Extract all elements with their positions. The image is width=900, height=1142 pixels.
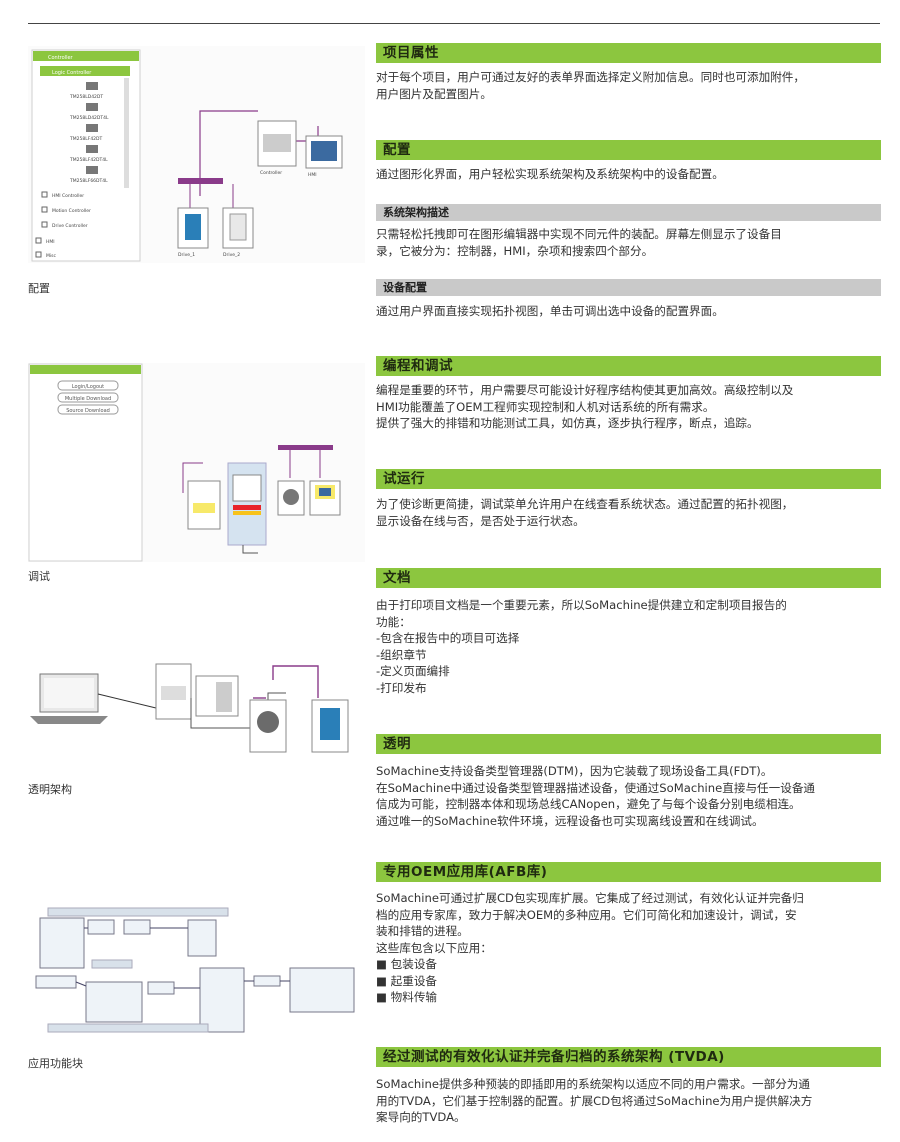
- tree-hmi[interactable]: HMI: [46, 239, 55, 245]
- figure-afb: [28, 906, 365, 1039]
- tree-hmi-controller[interactable]: HMI Controller: [52, 193, 84, 199]
- subsection-title-device: 设备配置: [376, 279, 881, 296]
- subsection-body-device: 通过用户界面直接实现拓扑视图，单击可调出选中设备的配置界面。: [376, 304, 724, 318]
- function-block[interactable]: [35, 975, 77, 989]
- multiple-download-button[interactable]: [57, 392, 119, 403]
- svg-text:Controller: Controller: [260, 170, 282, 176]
- tree-item[interactable]: TM258LF42DT4L: [69, 157, 108, 163]
- login-button[interactable]: [57, 380, 119, 391]
- debug-diagram: Login/Logout Multiple Download Source Do…: [28, 363, 365, 562]
- tree-motion-controller[interactable]: Motion Controller: [52, 208, 91, 214]
- debug-panel-header: [30, 365, 141, 374]
- transparent-diagram: [28, 658, 365, 770]
- section-title-docs: 文档: [376, 568, 881, 588]
- caption-debug: 调试: [28, 570, 50, 583]
- function-block[interactable]: [199, 967, 245, 1033]
- section-title-programming: 编程和调试: [376, 356, 881, 376]
- device-drive-1[interactable]: [177, 207, 209, 249]
- function-block[interactable]: [253, 975, 281, 987]
- section-title-config: 配置: [376, 140, 881, 160]
- tree-controller: Controller: [48, 55, 74, 61]
- catalog-header: [33, 51, 139, 61]
- configuration-diagram: Controller Logic Controller TM258LD42DT …: [28, 46, 365, 263]
- catalog-scrollbar[interactable]: [124, 78, 129, 188]
- svg-text:Login/Logout: Login/Logout: [72, 384, 104, 390]
- tree-misc[interactable]: Misc: [46, 253, 56, 259]
- section-title-project: 项目属性: [376, 43, 881, 63]
- top-rule: [28, 23, 880, 24]
- tree-logic-controller: Logic Controller: [52, 70, 92, 76]
- section-body-programming: 编程是重要的环节，用户需要尽可能设计好程序结构使其更加高效。高级控制以及 HMI…: [376, 383, 794, 430]
- laptop-base: [30, 716, 108, 724]
- function-block-diagram: [28, 906, 365, 1039]
- section-body-transparent: SoMachine支持设备类型管理器(DTM)，因为它装载了现场设备工具(FDT…: [376, 764, 816, 828]
- svg-text:Multiple Download: Multiple Download: [65, 396, 111, 402]
- figure-transparent: [28, 658, 365, 770]
- svg-text:Drive_1: Drive_1: [178, 252, 195, 258]
- function-block[interactable]: [147, 981, 175, 995]
- subsection-body-arch: 只需轻松托拽即可在图形编辑器中实现不同元件的装配。屏幕左侧显示了设备目 录，它被…: [376, 227, 782, 258]
- section-body-docs: 由于打印项目文档是一个重要元素，所以SoMachine提供建立和定制项目报告的 …: [376, 598, 787, 695]
- subsection-title-arch: 系统架构描述: [376, 204, 881, 221]
- function-block[interactable]: [187, 919, 217, 957]
- function-block[interactable]: [39, 917, 85, 969]
- figure-configuration: Controller Logic Controller TM258LD42DT …: [28, 46, 365, 263]
- svg-text:Drive_2: Drive_2: [223, 252, 240, 258]
- tree-item[interactable]: TM258LF66DT4L: [69, 178, 108, 184]
- function-block[interactable]: [123, 919, 151, 935]
- caption-config: 配置: [28, 282, 50, 295]
- caption-transparent: 透明架构: [28, 783, 72, 796]
- drive-1[interactable]: [249, 699, 287, 753]
- function-block[interactable]: [289, 967, 355, 1013]
- function-block[interactable]: [87, 919, 115, 935]
- function-block[interactable]: [85, 981, 143, 1023]
- section-title-afb: 专用OEM应用库(AFB库): [376, 862, 881, 882]
- svg-text:HMI: HMI: [308, 172, 317, 178]
- figure-debug: Login/Logout Multiple Download Source Do…: [28, 363, 365, 562]
- tree-item[interactable]: TM258LF42DT: [69, 136, 103, 142]
- section-body-commissioning: 为了使诊断更简捷，调试菜单允许用户在线查看系统状态。通过配置的拓扑视图， 显示设…: [376, 497, 794, 528]
- section-body-project: 对于每个项目，用户可通过友好的表单界面选择定义附加信息。同时也可添加附件， 用户…: [376, 70, 805, 101]
- tree-item[interactable]: TM258LD42DT4L: [69, 115, 109, 121]
- section-title-transparent: 透明: [376, 734, 881, 754]
- bus-bar: [178, 178, 223, 184]
- section-title-commissioning: 试运行: [376, 469, 881, 489]
- tree-item[interactable]: TM258LD42DT: [69, 94, 103, 100]
- tree-drive-controller[interactable]: Drive Controller: [52, 223, 88, 229]
- source-download-button[interactable]: [57, 404, 119, 415]
- caption-afb: 应用功能块: [28, 1057, 83, 1070]
- section-title-tvda: 经过测试的有效化认证并完备归档的系统架构 (TVDA): [376, 1047, 881, 1067]
- section-body-tvda: SoMachine提供多种预装的即插即用的系统架构以适应不同的用户需求。一部分为…: [376, 1077, 813, 1124]
- section-body-config: 通过图形化界面，用户轻松实现系统架构及系统架构中的设备配置。: [376, 167, 724, 181]
- section-body-afb: SoMachine可通过扩展CD包实现库扩展。它集成了经过测试，有效化认证并完备…: [376, 891, 804, 1004]
- svg-text:Source Download: Source Download: [66, 408, 110, 414]
